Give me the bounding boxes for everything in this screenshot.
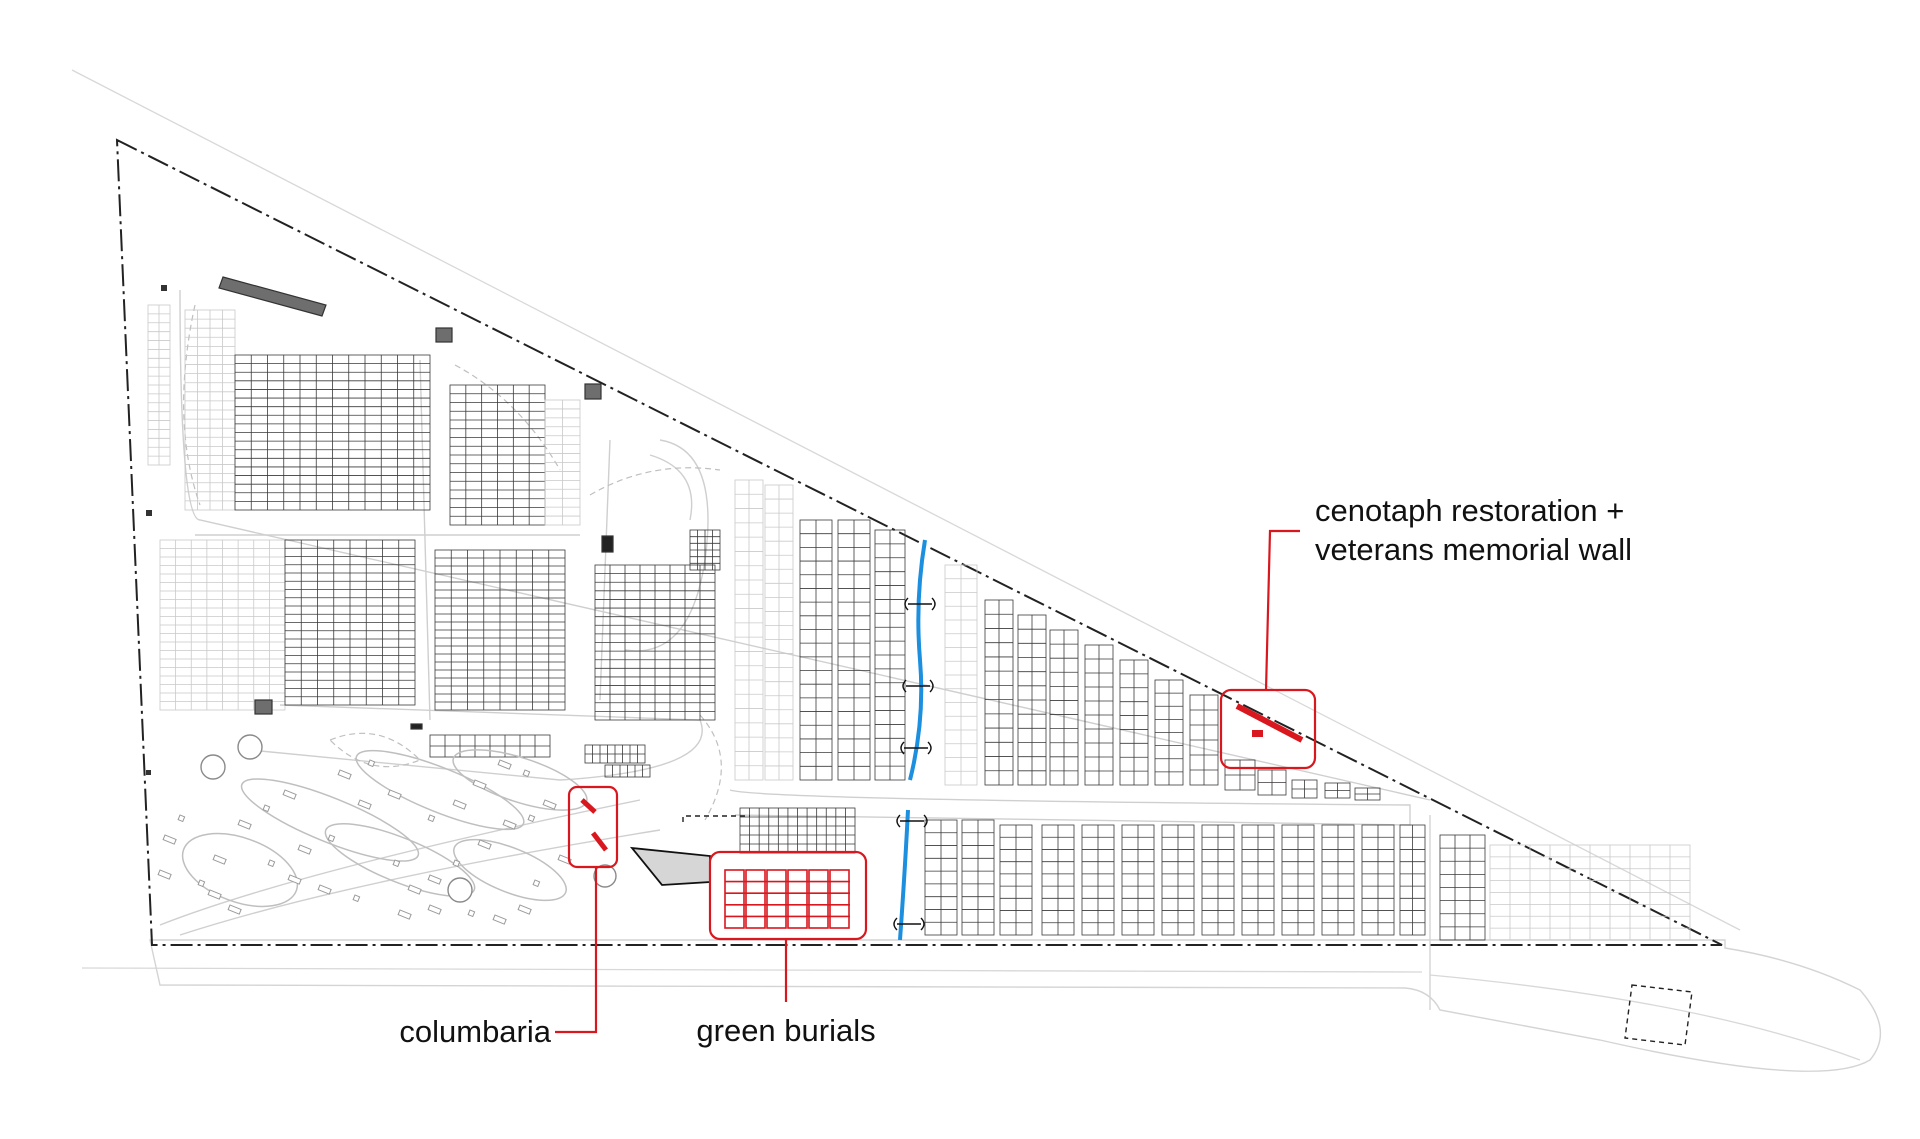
- plot-block: [689, 529, 721, 571]
- plot-block: [544, 399, 581, 526]
- plot-block: [944, 564, 978, 786]
- cenotaph-label-line-1: cenotaph restoration +: [1315, 493, 1624, 528]
- plot-block: [184, 309, 236, 511]
- plot-block: [1361, 824, 1395, 936]
- plot-block: [1291, 779, 1318, 799]
- burial-plot-blocks: [147, 304, 1691, 941]
- internal-paths: [159, 289, 1431, 936]
- plot-block: [594, 564, 716, 721]
- cenotaph-callout-box: [1219, 688, 1317, 770]
- proposed-footprints: [682, 815, 1693, 1046]
- plot-block: [1084, 644, 1114, 786]
- plot-block: [1121, 824, 1155, 936]
- oval-sections: [181, 749, 588, 908]
- columbaria-callout-box: [567, 785, 619, 869]
- plot-block: [1224, 759, 1256, 791]
- plot-block: [1439, 834, 1486, 941]
- plot-block: [1161, 824, 1195, 936]
- veterans-memorial-wall: [1235, 703, 1304, 743]
- plot-block: [1041, 824, 1075, 936]
- plot-block: [584, 744, 646, 764]
- plot-block: [159, 539, 286, 711]
- boundary-posts: [146, 285, 167, 775]
- plot-block: [604, 764, 651, 778]
- plot-block: [1049, 629, 1079, 786]
- plot-block: [734, 479, 764, 781]
- small-grave-markers: [157, 759, 572, 925]
- plot-block: [984, 599, 1014, 786]
- plot-block: [874, 529, 906, 781]
- plot-block: [1281, 824, 1315, 936]
- shed-3: [601, 535, 614, 553]
- round-features: [200, 734, 617, 903]
- green-burials-label: green burials: [696, 1013, 875, 1048]
- plot-block: [1354, 787, 1381, 801]
- plot-block: [924, 819, 958, 936]
- highlighted-features: [555, 529, 1317, 1034]
- plot-block: [147, 304, 171, 466]
- plot-block: [1154, 679, 1184, 786]
- water-channel: [893, 539, 936, 941]
- green-burials-plots: [724, 869, 850, 929]
- site-ground-outline: [149, 939, 1882, 1072]
- plot-block: [1017, 614, 1047, 786]
- plot-block: [1201, 824, 1235, 936]
- dashed-walkways: [183, 304, 722, 821]
- green-burials-callout-box: [708, 850, 868, 941]
- columbaria-unit-1: [580, 798, 597, 814]
- buildings: [218, 276, 711, 886]
- plot-block: [449, 384, 546, 526]
- cenotaph-leader-line: [1264, 529, 1300, 691]
- plot-block: [837, 519, 871, 781]
- plot-block: [1321, 824, 1355, 936]
- plot-block: [429, 734, 551, 758]
- plot-block: [1241, 824, 1275, 936]
- plot-block: [961, 819, 995, 936]
- shed-1: [435, 327, 453, 343]
- plot-block: [234, 354, 431, 511]
- plot-block: [1399, 824, 1426, 936]
- plot-block: [1081, 824, 1115, 936]
- plot-block: [799, 519, 833, 781]
- columbaria-unit-2: [591, 831, 608, 852]
- plot-block: [999, 824, 1033, 936]
- plot-block: [434, 549, 566, 711]
- plot-block: [1324, 782, 1351, 799]
- columbaria-leader-line: [555, 867, 598, 1034]
- chapel-building: [629, 846, 711, 886]
- shed-2: [584, 383, 602, 400]
- shed-4: [254, 699, 273, 715]
- plot-block: [1257, 769, 1287, 796]
- plot-block: [1119, 659, 1149, 786]
- columbaria-label: columbaria: [399, 1014, 551, 1049]
- plot-block: [1189, 694, 1219, 786]
- plot-block: [1489, 844, 1691, 941]
- plot-block: [764, 484, 794, 781]
- maintenance-building: [218, 276, 327, 317]
- plot-block: [284, 539, 416, 706]
- cenotaph-label-line-2: veterans memorial wall: [1315, 532, 1632, 567]
- cenotaph: [1252, 730, 1263, 737]
- context-roads: [71, 69, 1861, 1061]
- gate-marker: [410, 723, 423, 730]
